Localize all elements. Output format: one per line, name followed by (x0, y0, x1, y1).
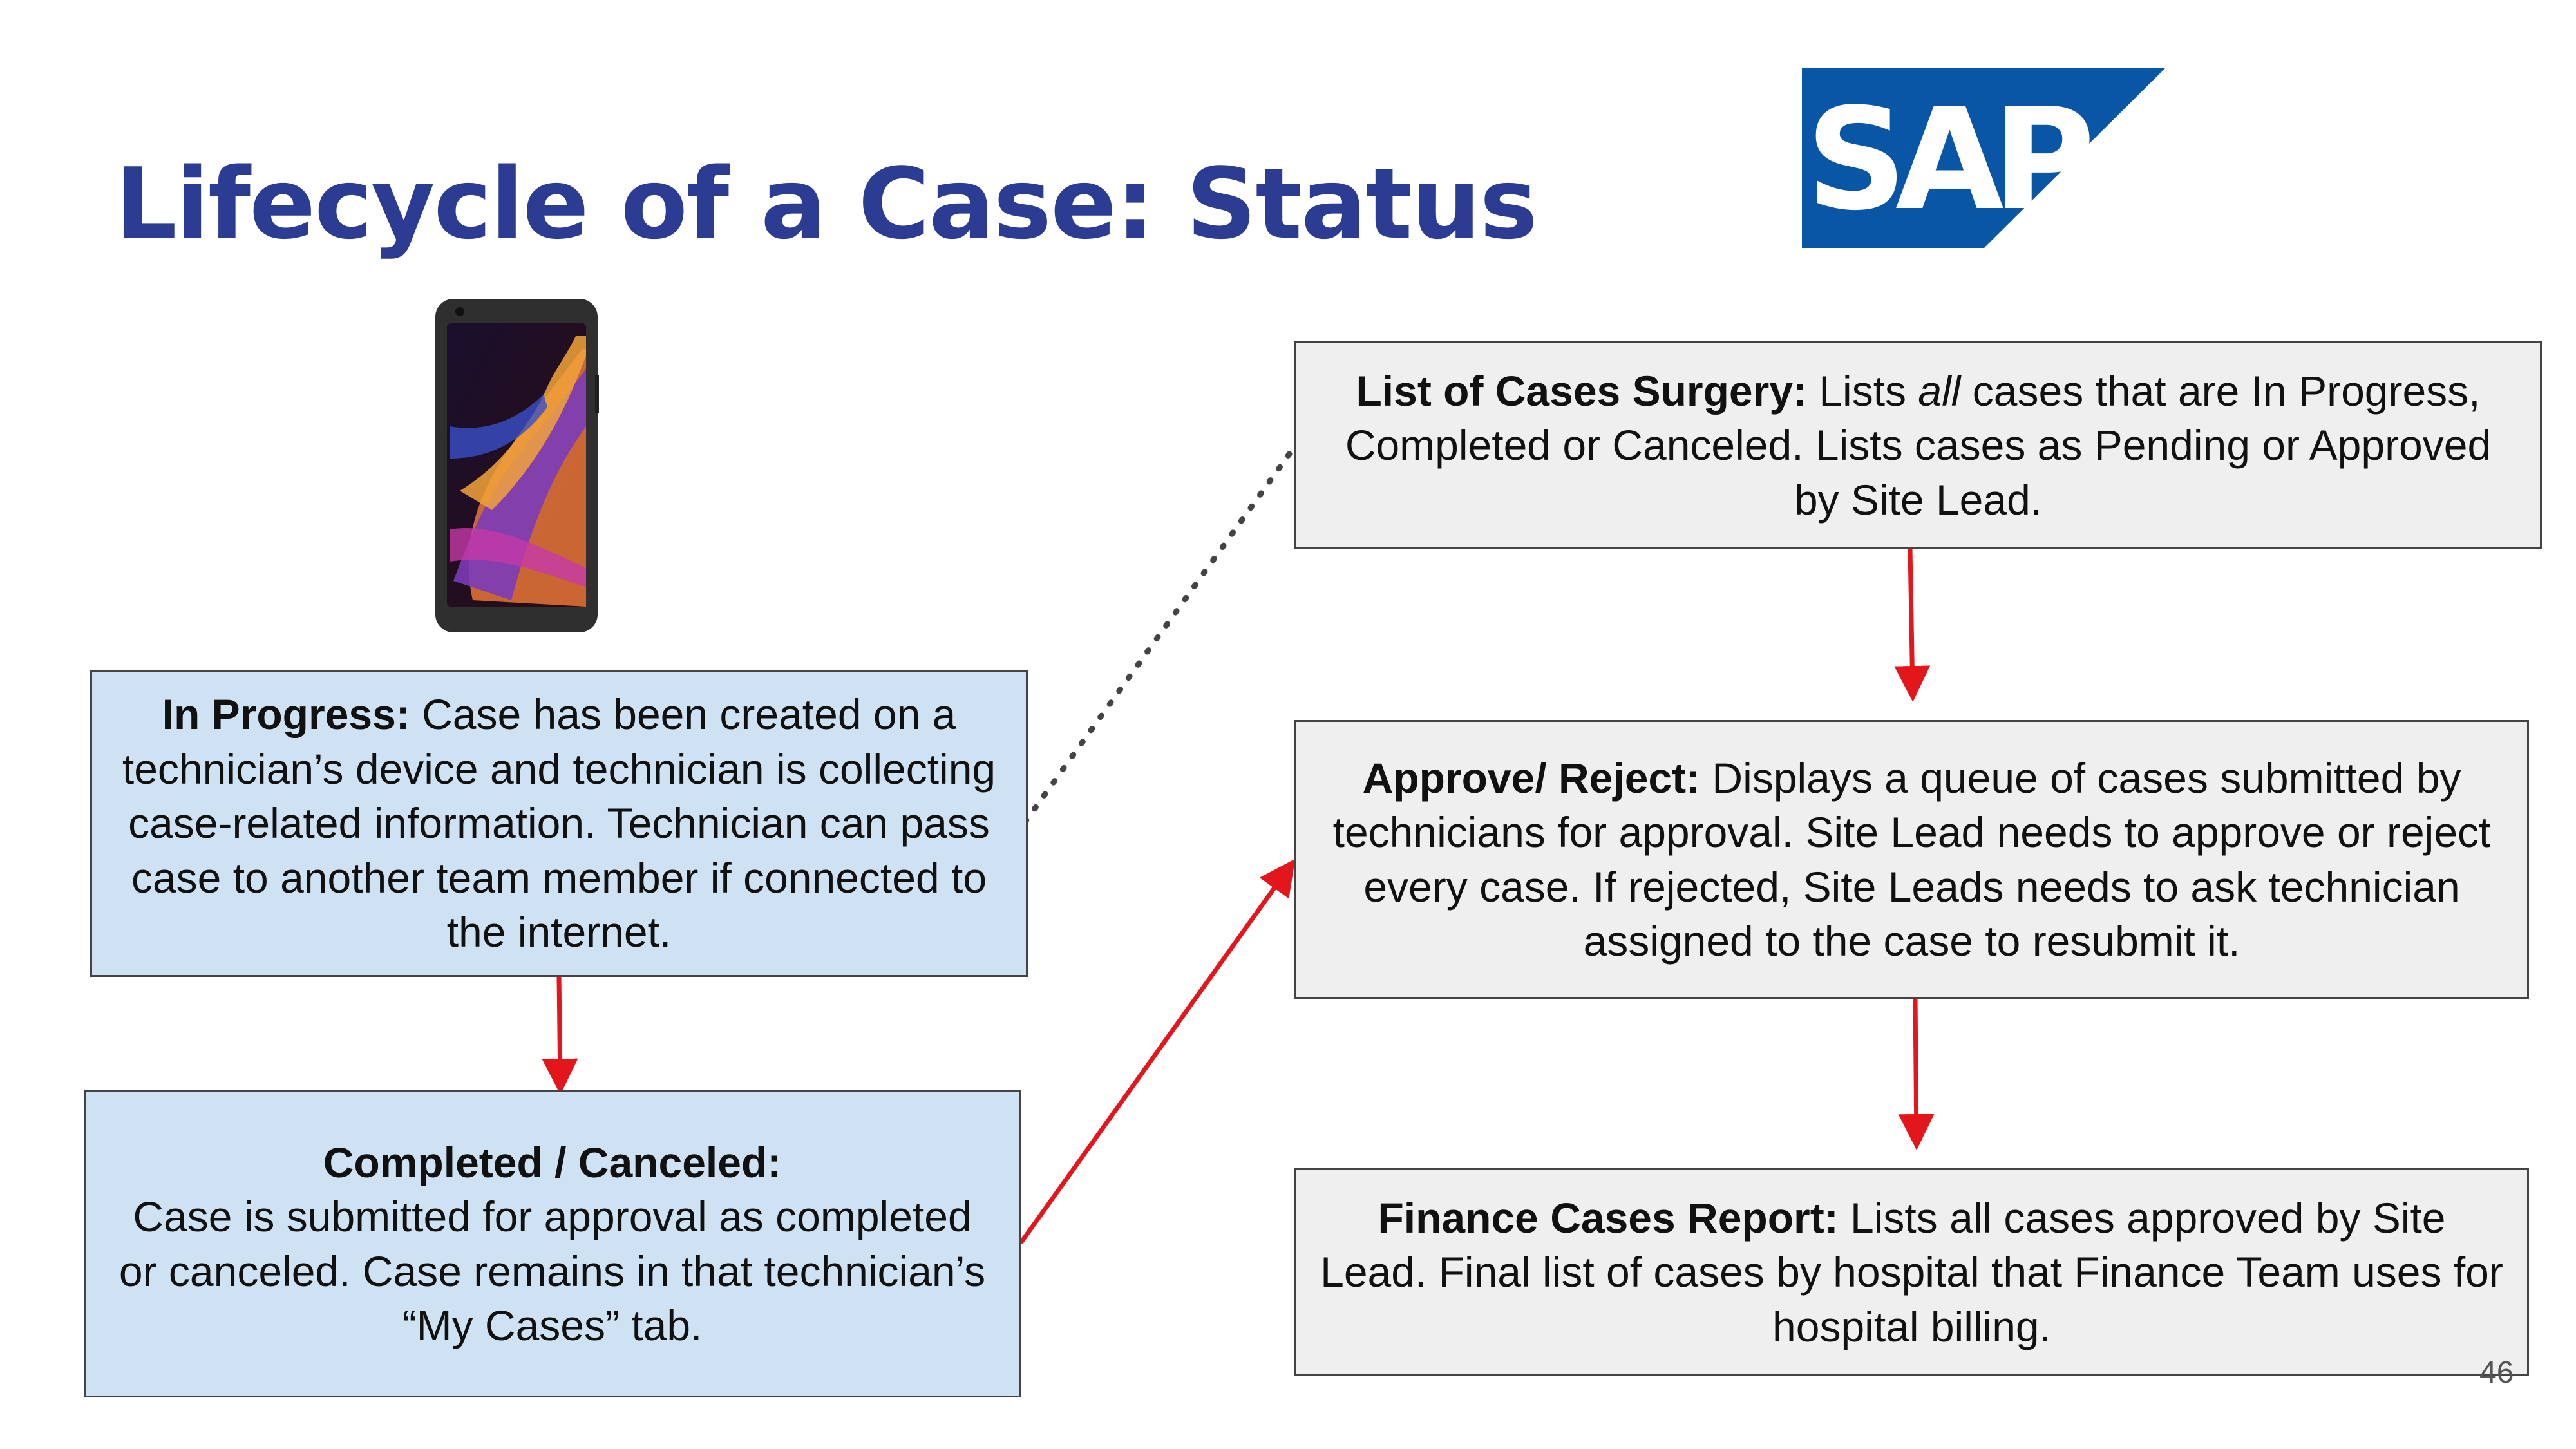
sap-logo: SAP ® (1802, 68, 2166, 248)
completed-description: Case is submitted for approval as comple… (118, 1193, 986, 1349)
arrow-approve-to-finance (1898, 998, 1935, 1150)
smartphone-icon (435, 299, 599, 632)
dotted-connector (1022, 435, 1304, 825)
list-surgery-text: List of Cases Surgery: Lists all cases t… (1345, 366, 2492, 524)
page-title: Lifecycle of a Case: Status (115, 147, 1538, 261)
in-progress-text: In Progress: Case has been created on a … (115, 687, 1003, 959)
finance-text: Finance Cases Report: Lists all cases ap… (1320, 1191, 2504, 1354)
in-progress-box: In Progress: Case has been created on a … (90, 670, 1028, 977)
finance-description: Lists all cases approved by Site Lead. F… (1320, 1193, 2503, 1350)
approve-text: Approve/ Reject: Displays a queue of cas… (1320, 751, 2504, 969)
list-of-cases-surgery-box: List of Cases Surgery: Lists all cases t… (1294, 341, 2542, 549)
in-progress-label: In Progress: (162, 690, 410, 739)
sap-logo-text: SAP (1806, 79, 2090, 242)
in-progress-description: Case has been created on a technician’s … (122, 690, 996, 956)
arrow-list-to-approve (1894, 548, 1931, 702)
emphasis-all: all (1918, 366, 1961, 415)
completed-label: Completed / Canceled: (323, 1138, 782, 1186)
approve-reject-box: Approve/ Reject: Displays a queue of cas… (1294, 720, 2529, 999)
finance-label: Finance Cases Report: (1378, 1193, 1839, 1242)
registered-mark: ® (2027, 216, 2054, 248)
arrow-in-progress-to-completed (542, 976, 578, 1095)
finance-cases-report-box: Finance Cases Report: Lists all cases ap… (1294, 1168, 2529, 1376)
page-number: 46 (2479, 1356, 2514, 1390)
approve-label: Approve/ Reject: (1362, 753, 1701, 802)
sap-logo-shape (1802, 68, 2166, 248)
completed-box: Completed / Canceled: Case is submitted … (84, 1090, 1021, 1397)
list-surgery-label: List of Cases Surgery: (1356, 366, 1808, 415)
arrow-completed-to-approve (1019, 858, 1296, 1245)
approve-description: Displays a queue of cases submitted by t… (1332, 753, 2491, 965)
